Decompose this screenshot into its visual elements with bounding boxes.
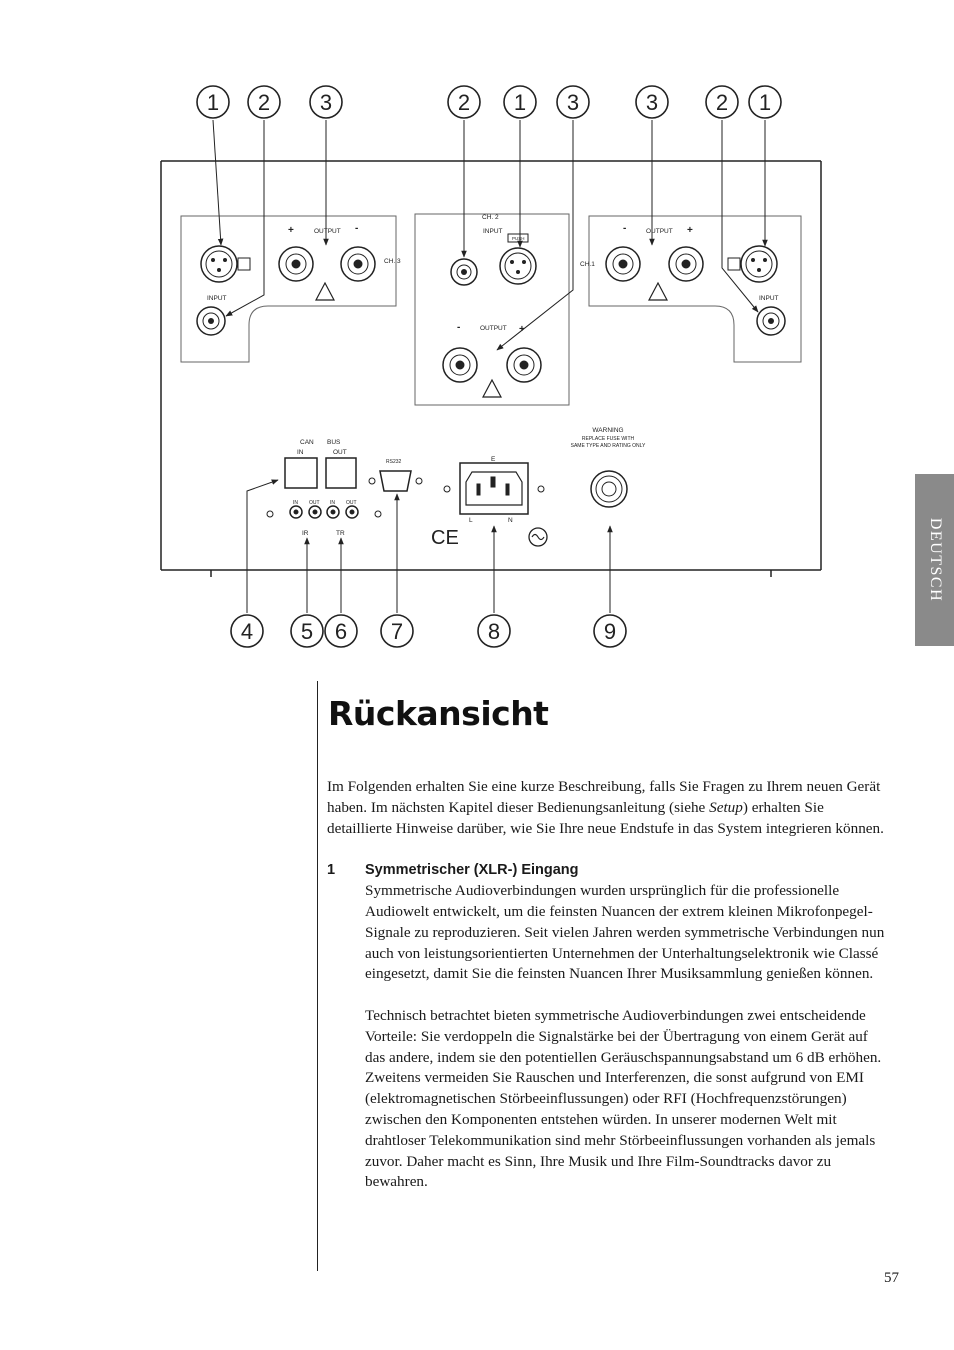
warning-triangle-icon bbox=[315, 281, 335, 301]
label-tr: TR bbox=[336, 530, 345, 537]
item-title: Symmetrischer (XLR-) Eingang bbox=[365, 862, 579, 879]
warning-triangle-icon bbox=[482, 378, 502, 398]
label-plus: + bbox=[687, 225, 693, 236]
label-ch2: CH. 2 bbox=[482, 214, 499, 221]
leader-lines bbox=[212, 119, 768, 613]
speaker-terminal-right-plus[interactable] bbox=[668, 246, 704, 282]
label-l: L bbox=[469, 517, 473, 524]
rca-input-left[interactable] bbox=[196, 306, 226, 336]
label-e: E bbox=[491, 456, 496, 463]
ac-symbol-icon bbox=[528, 527, 548, 547]
xlr-input-center[interactable] bbox=[499, 233, 537, 285]
label-output-center: OUTPUT bbox=[480, 325, 507, 332]
callout-top-5: 1 bbox=[514, 90, 526, 115]
label-bus: BUS bbox=[327, 439, 341, 446]
rca-input-center[interactable] bbox=[450, 258, 478, 286]
callout-top-1: 1 bbox=[207, 90, 219, 115]
label-n: N bbox=[508, 517, 513, 524]
item-paragraph-1: Symmetrische Audioverbindungen wurden ur… bbox=[365, 882, 885, 983]
label-minus: - bbox=[623, 223, 626, 234]
item-paragraph-2: Technisch betrachtet bieten symmetrische… bbox=[365, 1006, 882, 1191]
setup-reference: Setup bbox=[709, 798, 743, 816]
label-ch3: CH. 3 bbox=[384, 258, 401, 265]
item-1: 1 Symmetrischer (XLR-) Eingang Symmetris… bbox=[327, 860, 887, 1193]
callout-top-2: 2 bbox=[258, 90, 270, 115]
callout-top-7: 3 bbox=[646, 90, 658, 115]
ce-mark: CE bbox=[431, 527, 459, 549]
label-minus: - bbox=[355, 223, 358, 234]
callout-bottom-6: 6 bbox=[335, 619, 347, 644]
callout-bottom-4: 4 bbox=[241, 619, 253, 644]
label-minus: - bbox=[457, 322, 460, 333]
can-bus-in-port[interactable] bbox=[284, 457, 318, 489]
trigger-out-jack[interactable] bbox=[345, 505, 359, 519]
rear-panel-diagram: OUTPUT + - CH. 3 INPUT CH. 2 INPUT PUSH … bbox=[160, 85, 822, 648]
intro-paragraph: Im Folgenden erhalten Sie eine kurze Bes… bbox=[327, 778, 884, 837]
label-input-center: INPUT bbox=[483, 228, 503, 235]
label-push: PUSH bbox=[512, 236, 525, 241]
label-can: CAN bbox=[300, 439, 314, 446]
item-number: 1 bbox=[327, 862, 336, 879]
xlr-input-left[interactable] bbox=[200, 245, 251, 283]
can-bus-out-port[interactable] bbox=[325, 457, 357, 489]
label-out: OUT bbox=[333, 449, 347, 456]
label-ch1: CH.1 bbox=[580, 261, 595, 268]
callout-top-9: 1 bbox=[759, 90, 771, 115]
callout-bottom-5: 5 bbox=[301, 619, 313, 644]
label-tr-in: IN bbox=[330, 500, 335, 506]
label-input-left: INPUT bbox=[207, 295, 227, 302]
center-module bbox=[414, 213, 570, 406]
ir-out-jack[interactable] bbox=[308, 505, 322, 519]
callout-top-4: 2 bbox=[458, 90, 470, 115]
warning-title: WARNING bbox=[592, 427, 623, 434]
trigger-in-jack[interactable] bbox=[326, 505, 340, 519]
label-input-right: INPUT bbox=[759, 295, 779, 302]
callout-top-6: 3 bbox=[567, 90, 579, 115]
label-ir-out: OUT bbox=[309, 500, 320, 506]
speaker-terminal-left-minus[interactable] bbox=[340, 246, 376, 282]
label-ir: IR bbox=[302, 530, 309, 537]
speaker-terminal-right-minus[interactable] bbox=[605, 246, 641, 282]
language-tab: DEUTSCH bbox=[915, 474, 954, 646]
warning-line-2: SAME TYPE AND RATING ONLY bbox=[571, 443, 646, 449]
label-in: IN bbox=[297, 449, 304, 456]
callout-bottom-7: 7 bbox=[391, 619, 403, 644]
label-output-right: OUTPUT bbox=[646, 228, 673, 235]
language-tab-label: DEUTSCH bbox=[926, 517, 944, 603]
ir-in-jack[interactable] bbox=[289, 505, 303, 519]
callout-top-8: 2 bbox=[716, 90, 728, 115]
page-number: 57 bbox=[884, 1270, 899, 1286]
speaker-terminal-center-plus[interactable] bbox=[506, 347, 542, 383]
label-rs232: RS232 bbox=[386, 459, 402, 465]
power-inlet[interactable] bbox=[465, 471, 523, 506]
page-title: Rückansicht bbox=[328, 694, 549, 733]
label-ir-in: IN bbox=[293, 500, 298, 506]
callout-bottom-8: 8 bbox=[488, 619, 500, 644]
label-plus: + bbox=[288, 225, 294, 236]
callout-top-3: 3 bbox=[320, 90, 332, 115]
callout-bottom-9: 9 bbox=[604, 619, 616, 644]
xlr-input-right[interactable] bbox=[727, 245, 778, 283]
fuse-holder[interactable] bbox=[590, 470, 628, 508]
rs232-port[interactable] bbox=[379, 470, 412, 492]
label-plus: + bbox=[519, 324, 525, 335]
speaker-terminal-left-plus[interactable] bbox=[278, 246, 314, 282]
rca-input-right[interactable] bbox=[756, 306, 786, 336]
chassis bbox=[160, 160, 822, 577]
right-module bbox=[588, 215, 802, 363]
label-output-left: OUTPUT bbox=[314, 228, 341, 235]
speaker-terminal-center-minus[interactable] bbox=[442, 347, 478, 383]
label-tr-out: OUT bbox=[346, 500, 357, 506]
body-text: Im Folgenden erhalten Sie eine kurze Bes… bbox=[327, 777, 887, 1193]
margin-rule bbox=[317, 681, 318, 1271]
left-module bbox=[180, 215, 397, 363]
warning-triangle-icon bbox=[648, 281, 668, 301]
power-inlet-frame bbox=[459, 462, 529, 515]
warning-line-1: REPLACE FUSE WITH bbox=[582, 436, 635, 442]
